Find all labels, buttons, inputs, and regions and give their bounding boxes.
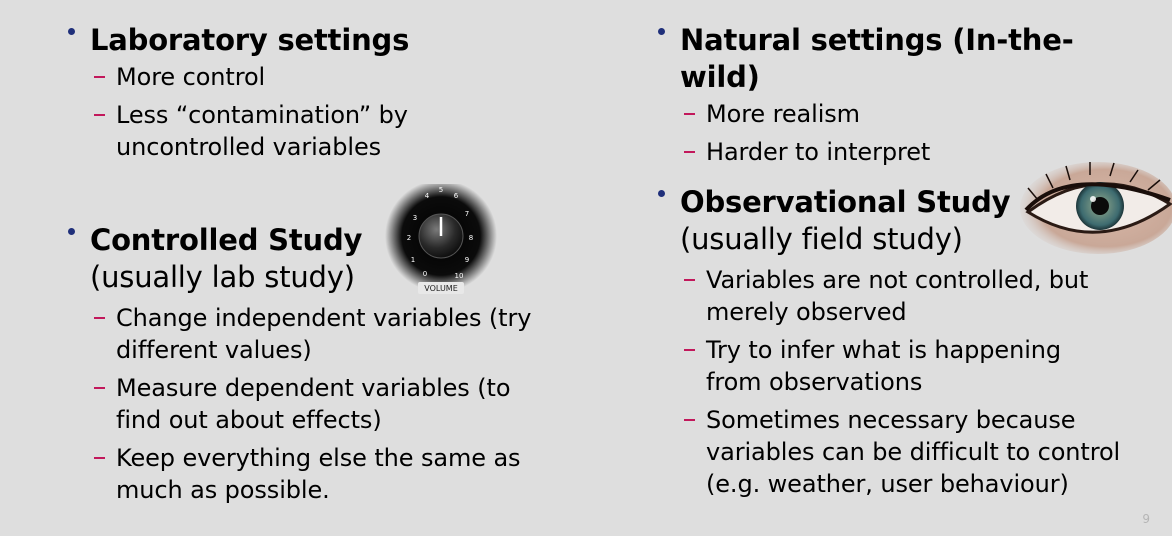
knob-tick: 6 [454, 192, 459, 200]
controlled-study-subheading: (usually lab study) [90, 260, 355, 294]
bullet-dot [658, 28, 665, 35]
dash-marker [684, 419, 695, 421]
controlled-study-bullet: Controlled Study (usually lab study) [68, 222, 588, 296]
knob-tick: 2 [407, 234, 411, 242]
lab-settings-bullet: Laboratory settings [68, 22, 588, 59]
observational-study-subheading: (usually field study) [680, 222, 963, 256]
natural-settings-section: Natural settings (In-the-wild) More real… [658, 22, 1138, 174]
lab-settings-section: Laboratory settings More control Less “c… [68, 22, 588, 169]
list-item: More realism [658, 98, 1138, 130]
bullet-dot [68, 228, 75, 235]
natural-settings-bullet: Natural settings (In-the-wild) [658, 22, 1138, 96]
knob-tick: 4 [425, 192, 430, 200]
dash-marker [94, 114, 105, 116]
list-item: More control [68, 61, 588, 93]
dash-marker [94, 457, 105, 459]
knob-tick: 7 [465, 210, 469, 218]
knob-tick: 8 [469, 234, 473, 242]
list-item: Harder to interpret [658, 136, 1138, 168]
controlled-study-heading: Controlled Study [90, 223, 363, 257]
dash-marker [94, 76, 105, 78]
knob-tick: 3 [413, 214, 417, 222]
dash-marker [94, 317, 105, 319]
knob-tick: 1 [411, 256, 415, 264]
controlled-study-section: Controlled Study (usually lab study) Cha… [68, 222, 588, 512]
knob-tick: 5 [439, 186, 443, 194]
dash-marker [684, 151, 695, 153]
dash-marker [684, 113, 695, 115]
lab-settings-heading: Laboratory settings [90, 23, 410, 57]
knob-tick: 9 [465, 256, 469, 264]
knob-tick: 10 [455, 272, 464, 280]
eye-icon [1020, 162, 1172, 254]
observational-study-heading: Observational Study [680, 185, 1011, 219]
observational-study-section: Observational Study (usually field study… [658, 184, 1158, 506]
natural-settings-heading: Natural settings (In-the-wild) [680, 23, 1074, 94]
observational-study-bullet: Observational Study (usually field study… [658, 184, 1158, 258]
dash-marker [684, 349, 695, 351]
knob-label: VOLUME [424, 284, 458, 293]
bullet-dot [658, 190, 665, 197]
knob-tick: 0 [423, 270, 427, 278]
volume-knob-icon: 0 1 2 3 4 5 6 7 8 9 10 VOLUME [385, 184, 497, 294]
bullet-dot [68, 28, 75, 35]
dash-marker [94, 387, 105, 389]
dash-marker [684, 279, 695, 281]
slide-number: 9 [1142, 512, 1150, 526]
